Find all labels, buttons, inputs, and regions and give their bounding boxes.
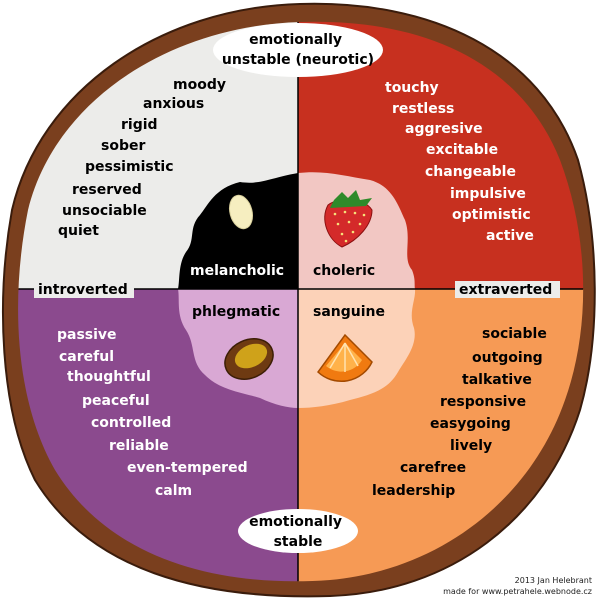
trait-item: controlled bbox=[91, 415, 171, 431]
trait-item: optimistic bbox=[452, 207, 531, 223]
top-label-pill bbox=[213, 23, 383, 77]
left-label-box bbox=[34, 281, 134, 298]
name-choleric: choleric bbox=[313, 263, 375, 279]
top-label-line-2: unstable (neurotic) bbox=[222, 52, 374, 68]
credit-line-2: made for www.petrahele.webnode.cz bbox=[443, 587, 592, 596]
trait-item: pessimistic bbox=[85, 159, 174, 175]
top-label-line-1: emotionally bbox=[249, 32, 342, 48]
trait-item: peaceful bbox=[82, 393, 150, 409]
orange-slice-icon bbox=[317, 333, 373, 382]
trait-item: active bbox=[486, 228, 534, 244]
strawberry-icon bbox=[324, 190, 373, 248]
traits-choleric: touchy restless aggresive excitable chan… bbox=[385, 80, 534, 244]
traits-melancholic: moody anxious rigid sober pessimistic re… bbox=[58, 77, 226, 239]
trait-item: leadership bbox=[372, 483, 455, 499]
top-label: emotionally unstable (neurotic) bbox=[222, 32, 374, 68]
right-label: extraverted bbox=[459, 282, 552, 298]
trait-item: unsociable bbox=[62, 203, 147, 219]
credit-line-1: 2013 Jan Helebrant bbox=[514, 576, 592, 585]
bottom-label-pill bbox=[238, 509, 358, 553]
right-label-box bbox=[455, 281, 560, 298]
trait-item: thoughtful bbox=[67, 369, 151, 385]
bottom-label-line-2: stable bbox=[274, 534, 323, 550]
trait-item: lively bbox=[450, 438, 492, 454]
name-sanguine: sanguine bbox=[313, 304, 385, 320]
trait-item: anxious bbox=[143, 96, 204, 112]
trait-item: sociable bbox=[482, 326, 547, 342]
center-melancholic bbox=[178, 173, 298, 289]
trait-item: carefree bbox=[400, 460, 466, 476]
left-label: introverted bbox=[38, 282, 128, 298]
name-melancholic: melancholic bbox=[190, 263, 284, 279]
traits-sanguine: sociable outgoing talkative responsive e… bbox=[372, 326, 547, 499]
trait-item: moody bbox=[173, 77, 226, 93]
trait-item: restless bbox=[392, 101, 454, 117]
trait-item: easygoing bbox=[430, 416, 511, 432]
trait-item: rigid bbox=[121, 117, 158, 133]
trait-item: careful bbox=[59, 349, 114, 365]
trait-item: even-tempered bbox=[127, 460, 248, 476]
trait-item: reserved bbox=[72, 182, 142, 198]
trait-item: talkative bbox=[462, 372, 532, 388]
trait-item: outgoing bbox=[472, 350, 543, 366]
trait-item: sober bbox=[101, 138, 145, 154]
trait-item: reliable bbox=[109, 438, 169, 454]
bottom-label-line-1: emotionally bbox=[249, 514, 342, 530]
trait-item: changeable bbox=[425, 164, 516, 180]
trait-item: quiet bbox=[58, 223, 99, 239]
trait-item: touchy bbox=[385, 80, 439, 96]
trait-item: passive bbox=[57, 327, 117, 343]
name-phlegmatic: phlegmatic bbox=[192, 304, 280, 320]
trait-item: excitable bbox=[426, 142, 498, 158]
trait-item: calm bbox=[155, 483, 192, 499]
bottom-label: emotionally stable bbox=[249, 514, 347, 550]
trait-item: aggresive bbox=[405, 121, 483, 137]
seed-icon bbox=[228, 194, 254, 230]
trait-item: impulsive bbox=[450, 186, 526, 202]
trait-item: responsive bbox=[440, 394, 526, 410]
olive-icon bbox=[224, 338, 274, 380]
traits-phlegmatic: passive careful thoughtful peaceful cont… bbox=[57, 327, 248, 499]
